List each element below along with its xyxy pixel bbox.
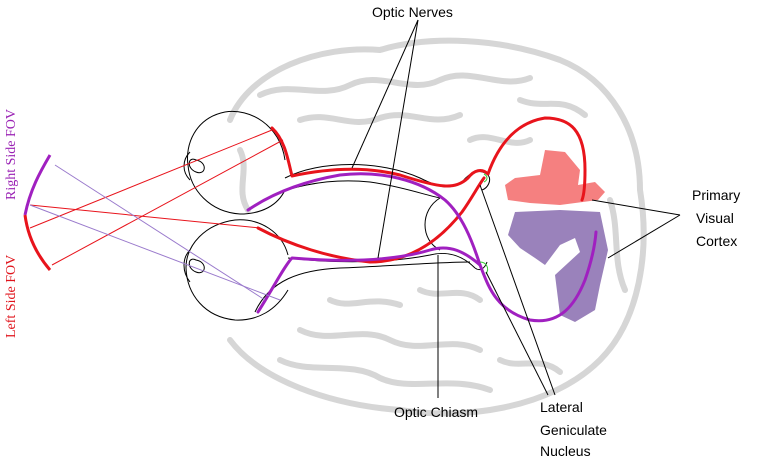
left-visual-cortex bbox=[508, 210, 608, 322]
ray-red-1 bbox=[29, 129, 273, 229]
left-fov-arc bbox=[23, 214, 52, 271]
left-eye bbox=[183, 219, 289, 321]
cortex-label-line1: Primary bbox=[692, 187, 741, 203]
right-visual-cortex bbox=[505, 150, 605, 205]
light-rays bbox=[29, 129, 284, 301]
left-fov-label: Left Side FOV bbox=[4, 254, 19, 338]
leader-lines bbox=[351, 19, 681, 398]
ray-purple-1 bbox=[54, 164, 266, 301]
right-fov-arc bbox=[23, 154, 52, 216]
lgn-label-line3: Nucleus bbox=[540, 443, 591, 459]
ray-red-2 bbox=[51, 139, 284, 266]
brain-outline bbox=[227, 37, 647, 417]
cortex-label-line3: Cortex bbox=[696, 233, 738, 249]
ray-purple-2 bbox=[29, 204, 281, 301]
ray-red-3 bbox=[29, 204, 261, 229]
optic-chiasm-label: Optic Chiasm bbox=[394, 404, 479, 420]
optic-nerves-label: Optic Nerves bbox=[372, 4, 453, 20]
purple-visual-pathway bbox=[246, 172, 598, 323]
cortex-label-line2: Visual bbox=[696, 210, 734, 226]
lgn-label-line1: Lateral bbox=[540, 399, 583, 415]
right-fov-label: Right Side FOV bbox=[4, 108, 19, 200]
lgn-label-line2: Geniculate bbox=[540, 422, 607, 438]
